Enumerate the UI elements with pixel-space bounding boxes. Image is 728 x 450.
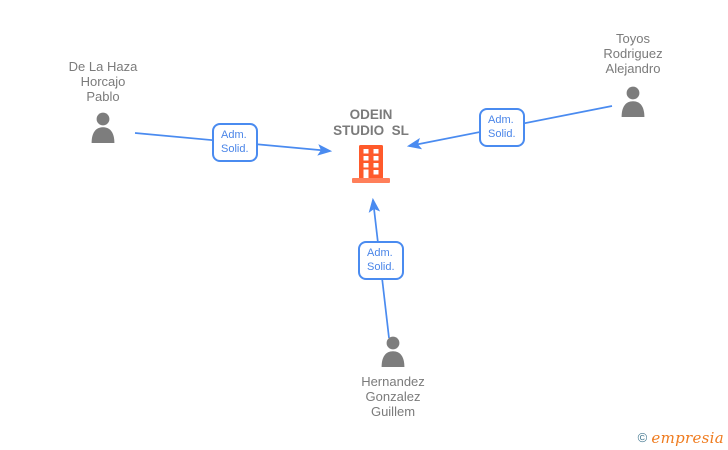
brand-wordmark: empresia bbox=[651, 429, 724, 447]
brand-logo[interactable]: © empresia bbox=[638, 429, 724, 447]
copyright-symbol: © bbox=[637, 430, 648, 445]
person-icon bbox=[618, 86, 648, 117]
person-icon bbox=[88, 112, 118, 143]
edge-label-left: Adm. Solid. bbox=[212, 123, 258, 162]
building-icon bbox=[352, 145, 390, 183]
company-name: ODEIN STUDIO SL bbox=[333, 107, 409, 138]
edge-label-bottom: Adm. Solid. bbox=[358, 241, 404, 280]
person-name-de-la-haza: De La Haza Horcajo Pablo bbox=[68, 59, 138, 104]
edge-label-right: Adm. Solid. bbox=[479, 108, 525, 147]
person-node-hernandez[interactable] bbox=[378, 336, 408, 367]
person-name-hernandez: Hernandez Gonzalez Guillem bbox=[361, 374, 425, 419]
person-icon bbox=[378, 336, 408, 367]
person-name-toyos: Toyos Rodriguez Alejandro bbox=[603, 31, 663, 76]
person-node-toyos[interactable] bbox=[618, 86, 648, 117]
company-node[interactable] bbox=[352, 145, 390, 183]
person-node-de-la-haza[interactable] bbox=[88, 112, 118, 143]
